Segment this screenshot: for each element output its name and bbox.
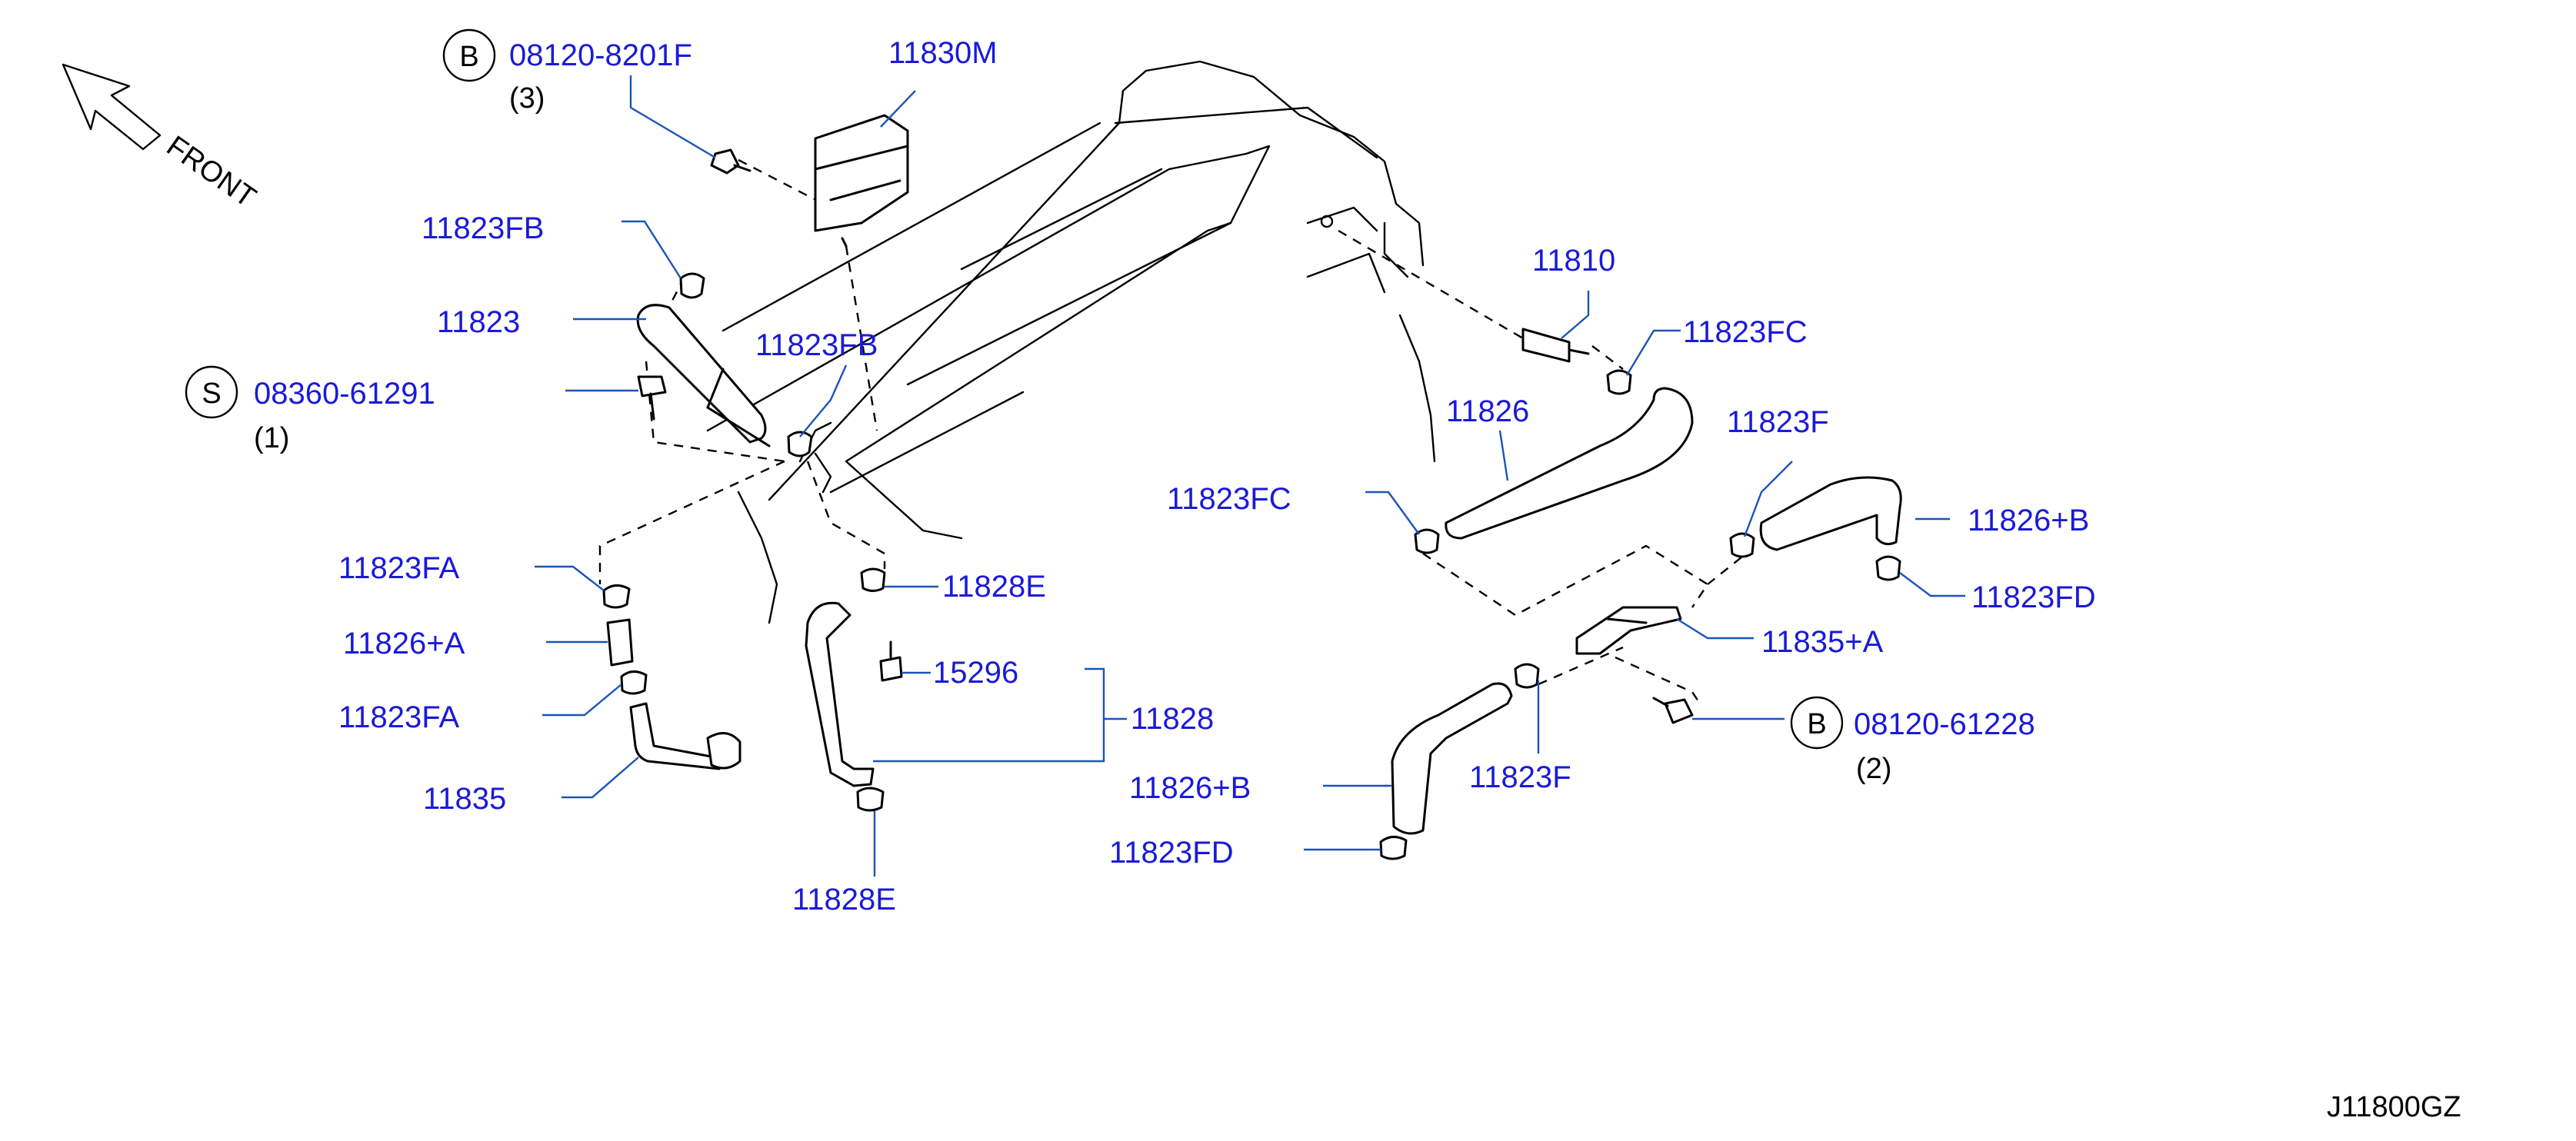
label-pcv-valve[interactable]: 11810 bbox=[1532, 244, 1615, 278]
leader-lines bbox=[535, 75, 1965, 877]
svg-text:S: S bbox=[202, 378, 221, 410]
tube-a-shape bbox=[1575, 606, 1682, 655]
clamp-f-1-shape bbox=[1729, 532, 1755, 558]
label-tube-a[interactable]: 11835+A bbox=[1761, 625, 1884, 659]
label-screw-s[interactable]: 08360-61291 bbox=[254, 377, 435, 411]
label-bolt-b-top-qty: (3) bbox=[509, 82, 545, 115]
clamp-e-2-shape bbox=[856, 787, 885, 812]
clamp-f-2-shape bbox=[1514, 663, 1540, 689]
label-bolt-b-bottom-qty: (2) bbox=[1856, 753, 1891, 785]
clamp-fa-2-shape bbox=[620, 670, 648, 695]
label-clamp-e-2[interactable]: 11828E bbox=[792, 883, 896, 916]
label-bolt-b-bottom[interactable]: 08120-61228 bbox=[1854, 707, 2035, 741]
diagram-code: J11800GZ bbox=[2327, 1091, 2461, 1123]
bolt-bottom-shape bbox=[1652, 697, 1694, 724]
part-15296-shape bbox=[879, 640, 903, 682]
label-clamp-fa-2[interactable]: 11823FA bbox=[338, 700, 459, 734]
clamp-fb-2-shape bbox=[787, 431, 813, 457]
label-hose-11826[interactable]: 11826 bbox=[1446, 394, 1529, 428]
label-clamp-fc-1[interactable]: 11823FC bbox=[1683, 315, 1808, 349]
screw-s-symbol: S bbox=[185, 365, 238, 419]
label-clamp-fb-1[interactable]: 11823FB bbox=[422, 211, 544, 245]
label-clamp-fb-2[interactable]: 11823FB bbox=[755, 328, 878, 362]
label-hose-11823[interactable]: 11823 bbox=[437, 305, 520, 339]
clamp-fc-2-shape bbox=[1414, 528, 1440, 554]
tube-11835-shape bbox=[629, 702, 741, 770]
label-tube-11835[interactable]: 11835 bbox=[423, 782, 506, 816]
hose-b-1-shape bbox=[1759, 476, 1902, 551]
separator-shape bbox=[814, 114, 909, 248]
label-part-15296[interactable]: 15296 bbox=[933, 656, 1018, 690]
hose-11826-shape bbox=[1445, 387, 1694, 540]
label-screw-s-qty: (1) bbox=[254, 422, 289, 454]
label-hose-b-2[interactable]: 11826+B bbox=[1129, 771, 1251, 805]
label-clamp-fc-2[interactable]: 11823FC bbox=[1167, 482, 1291, 516]
hose-11823-shape bbox=[636, 304, 771, 447]
engine-outline bbox=[706, 60, 1436, 624]
hose-a-shape bbox=[606, 618, 634, 667]
clamp-fa-1-shape bbox=[602, 584, 631, 609]
bolt-b-top-symbol: B bbox=[442, 28, 496, 82]
label-clamp-f-1[interactable]: 11823F bbox=[1727, 405, 1829, 439]
label-hose-b-1[interactable]: 11826+B bbox=[1968, 504, 2089, 537]
label-clamp-fd-2[interactable]: 11823FD bbox=[1109, 836, 1234, 870]
front-label: FRONT bbox=[161, 130, 262, 214]
bolt-b-bottom-symbol: B bbox=[1790, 696, 1844, 750]
label-hose-a[interactable]: 11826+A bbox=[343, 627, 465, 660]
clamp-fd-2-shape bbox=[1379, 836, 1408, 860]
dashed-routing bbox=[598, 158, 1747, 704]
svg-text:B: B bbox=[1807, 708, 1826, 740]
label-clamp-fa-1[interactable]: 11823FA bbox=[338, 551, 459, 585]
label-clamp-fd-1[interactable]: 11823FD bbox=[1971, 580, 2096, 614]
label-clamp-f-2[interactable]: 11823F bbox=[1469, 760, 1571, 794]
hose-11828-shape bbox=[805, 601, 875, 787]
clamp-fd-1-shape bbox=[1875, 555, 1901, 581]
clamp-fc-1-shape bbox=[1606, 369, 1632, 395]
front-arrow-icon bbox=[62, 63, 162, 151]
pcv-valve-shape bbox=[1521, 328, 1590, 363]
bolt-top-shape bbox=[710, 148, 751, 175]
label-bolt-b-top[interactable]: 08120-8201F bbox=[509, 38, 692, 72]
clamp-fb-1-shape bbox=[679, 272, 705, 299]
svg-text:B: B bbox=[459, 41, 478, 73]
screw-s-shape bbox=[637, 375, 667, 421]
clamp-e-1-shape bbox=[860, 567, 886, 592]
label-hose-11828[interactable]: 11828 bbox=[1131, 702, 1214, 736]
label-clamp-e-1[interactable]: 11828E bbox=[942, 570, 1046, 604]
label-separator[interactable]: 11830M bbox=[888, 36, 998, 70]
hose-b-2-shape bbox=[1391, 682, 1513, 835]
